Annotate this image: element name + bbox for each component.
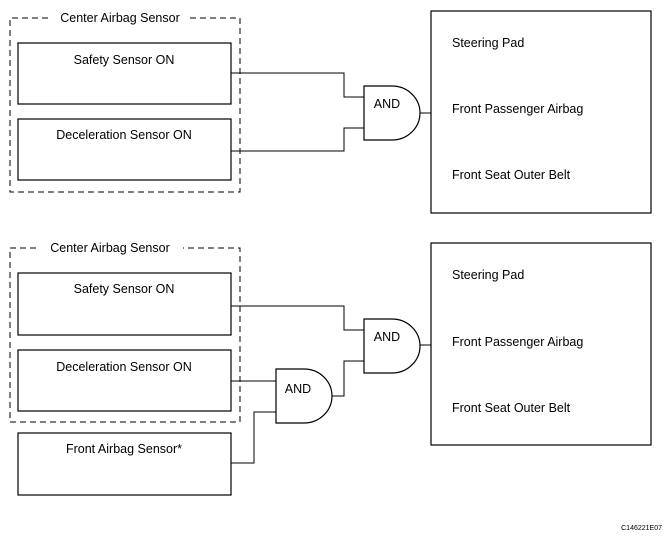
bottom-output-front-seat-outer-belt: Front Seat Outer Belt bbox=[452, 401, 571, 415]
bottom-front-airbag-sensor-label: Front Airbag Sensor* bbox=[66, 442, 182, 456]
top-output-front-passenger-airbag: Front Passenger Airbag bbox=[452, 102, 583, 116]
top-output-steering-pad: Steering Pad bbox=[452, 36, 524, 50]
bottom-wire-sub-gate-output bbox=[332, 360, 364, 397]
figure-code: C146221E07 bbox=[621, 525, 662, 532]
bottom-sub-and-gate bbox=[275, 368, 333, 424]
bottom-deceleration-sensor-label: Deceleration Sensor ON bbox=[56, 360, 191, 374]
top-output-box bbox=[430, 10, 652, 214]
bottom-group-title: Center Airbag Sensor bbox=[50, 241, 170, 255]
bottom-group-border bbox=[9, 247, 241, 423]
top-output-front-seat-outer-belt: Front Seat Outer Belt bbox=[452, 168, 571, 182]
bottom-output-box bbox=[430, 242, 652, 446]
bottom-safety-sensor-label: Safety Sensor ON bbox=[74, 282, 175, 296]
bottom-output-front-passenger-airbag: Front Passenger Airbag bbox=[452, 335, 583, 349]
top-group-border bbox=[9, 17, 241, 193]
bottom-diagram: Center Airbag Sensor Safety Sensor ON De… bbox=[9, 241, 652, 496]
bottom-main-and-gate-label: AND bbox=[374, 330, 400, 344]
top-and-gate bbox=[363, 85, 421, 141]
top-group-title: Center Airbag Sensor bbox=[60, 11, 180, 25]
top-diagram: Center Airbag Sensor Safety Sensor ON De… bbox=[9, 10, 652, 214]
top-and-gate-label: AND bbox=[374, 97, 400, 111]
bottom-output-steering-pad: Steering Pad bbox=[452, 268, 524, 282]
bottom-front-airbag-sensor-box bbox=[17, 432, 232, 496]
bottom-main-and-gate bbox=[363, 318, 421, 374]
bottom-sub-and-gate-label: AND bbox=[285, 382, 311, 396]
bottom-wire-safety bbox=[231, 305, 364, 331]
top-deceleration-sensor-label: Deceleration Sensor ON bbox=[56, 128, 191, 142]
top-safety-sensor-label: Safety Sensor ON bbox=[74, 53, 175, 67]
top-deceleration-sensor-box bbox=[17, 118, 232, 181]
top-wire-deceleration bbox=[231, 127, 364, 152]
top-wire-safety bbox=[231, 72, 364, 98]
bottom-wire-front-airbag bbox=[231, 411, 276, 464]
bottom-safety-sensor-box bbox=[17, 272, 232, 336]
